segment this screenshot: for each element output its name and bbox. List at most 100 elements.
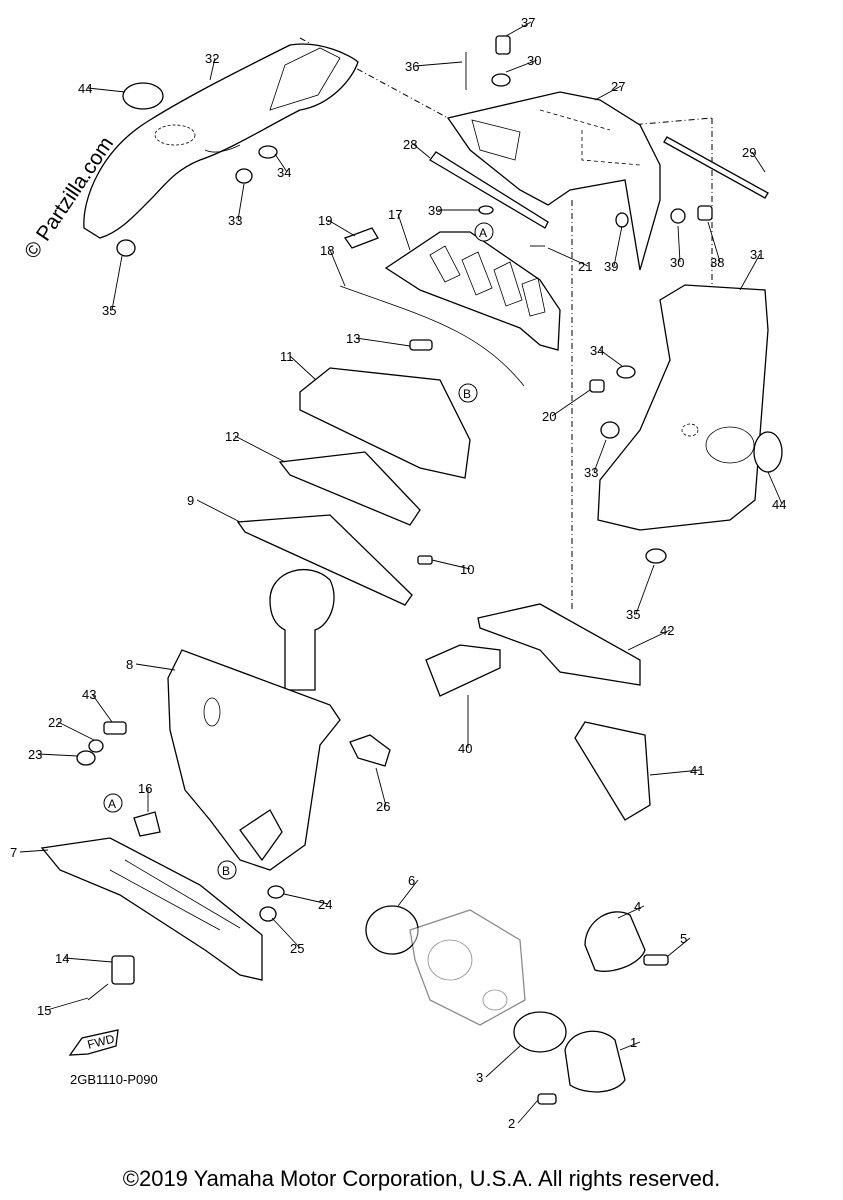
- part-39-washer: [478, 205, 494, 215]
- callout-number: 6: [408, 873, 415, 888]
- callout-number: 12: [225, 429, 239, 444]
- ref-label-a: A: [479, 226, 487, 240]
- part-12-filter-guide: [278, 451, 421, 526]
- callout-leader: [19, 849, 49, 853]
- callout-number: 1: [630, 1035, 637, 1050]
- callout-leader: [37, 753, 79, 757]
- callout-leader: [283, 893, 329, 905]
- part-33-collar: [235, 168, 253, 184]
- callout-number: 38: [710, 255, 724, 270]
- part-34-grommet: [258, 145, 278, 159]
- part-30-grommet: [491, 73, 511, 87]
- part-17-bracket: [384, 231, 561, 351]
- callout-leader: [87, 87, 126, 93]
- callout-number: 44: [78, 81, 92, 96]
- callout-number: 3: [476, 1070, 483, 1085]
- callout-number: 9: [187, 493, 194, 508]
- callout-leader: [327, 219, 356, 237]
- part-32-side-cover-left: [83, 43, 359, 239]
- callout-leader: [289, 355, 317, 381]
- throttle-body-outline: [409, 909, 526, 1026]
- part-14-sensor: [111, 955, 135, 985]
- part-24-collar: [267, 885, 285, 899]
- callout-number: 7: [10, 845, 17, 860]
- callout-number: 17: [388, 207, 402, 222]
- callout-number: 29: [742, 145, 756, 160]
- part-8-air-filter-case: [167, 649, 341, 871]
- callout-leader: [599, 349, 623, 367]
- callout-leader: [64, 957, 113, 963]
- callout-leader: [57, 721, 95, 741]
- callout-leader: [593, 439, 607, 473]
- callout-number: 31: [750, 247, 764, 262]
- callout-number: 10: [460, 562, 474, 577]
- callout-number: 44: [772, 497, 786, 512]
- part-5-bolt: [643, 954, 669, 966]
- callout-number: 39: [428, 203, 442, 218]
- callout-leader: [613, 225, 623, 267]
- part-35-grommet: [645, 548, 667, 564]
- part-7-lower-bracket: [40, 837, 263, 981]
- callout-leader: [547, 247, 589, 267]
- callout-number: 32: [205, 51, 219, 66]
- callout-number: 8: [126, 657, 133, 672]
- callout-number: 30: [527, 53, 541, 68]
- callout-number: 20: [542, 409, 556, 424]
- fwd-arrow: FWD: [68, 1029, 119, 1056]
- callout-number: 35: [626, 607, 640, 622]
- callout-number: 33: [228, 213, 242, 228]
- callout-number: 4: [634, 899, 641, 914]
- part-23-grommet: [76, 750, 96, 766]
- copyright-footer: ©2019 Yamaha Motor Corporation, U.S.A. A…: [122, 1166, 721, 1191]
- callout-number: 14: [55, 951, 69, 966]
- callout-number: 27: [611, 79, 625, 94]
- part-28-seal-strip: [429, 151, 549, 229]
- callout-leader: [649, 769, 701, 776]
- callout-leader: [485, 1045, 521, 1078]
- callout-number: 35: [102, 303, 116, 318]
- callout-leader: [271, 917, 301, 949]
- callout-number: 2: [508, 1116, 515, 1131]
- callout-leader: [397, 879, 419, 907]
- callout-leader: [619, 1041, 641, 1051]
- part-10-screw: [417, 555, 433, 565]
- callout-leader: [667, 937, 691, 957]
- part-35-grommet: [116, 239, 136, 257]
- center-line: [571, 117, 713, 131]
- callout-number: 43: [82, 687, 96, 702]
- part-40-sponge: [425, 644, 501, 697]
- part-44-emblem-right: [753, 431, 783, 473]
- ref-label-a: A: [108, 797, 116, 811]
- callout-number: 18: [320, 243, 334, 258]
- callout-leader: [46, 997, 89, 1011]
- ref-mark-a: A: [103, 793, 123, 813]
- part-1-joint: [564, 1030, 626, 1093]
- callout-leader: [412, 143, 431, 159]
- part-2-bolt: [537, 1093, 557, 1105]
- part-42-sponge: [477, 603, 641, 686]
- callout-leader: [111, 255, 123, 311]
- part-16-clip: [133, 811, 161, 837]
- callout-leader: [397, 213, 411, 251]
- callout-leader: [635, 564, 655, 615]
- part-43-bolt: [103, 721, 127, 735]
- fwd-label: FWD: [86, 1032, 116, 1052]
- diagram-code: 2GB1110-P090: [70, 1072, 158, 1087]
- part-29-seal-strip: [663, 136, 769, 199]
- callout-leader: [617, 905, 645, 919]
- part-20-bolt: [589, 379, 605, 393]
- callout-leader: [375, 767, 387, 807]
- ref-label-b: B: [222, 864, 230, 878]
- callout-number: 24: [318, 897, 332, 912]
- callout-number: 26: [376, 799, 390, 814]
- part-6-clamp: [365, 905, 419, 955]
- part-34-grommet: [616, 365, 636, 379]
- ref-mark-b: B: [458, 383, 478, 403]
- part-18-band: [339, 285, 525, 387]
- callout-leader: [237, 183, 245, 221]
- callout-number: 34: [590, 343, 604, 358]
- callout-number: 28: [403, 137, 417, 152]
- ref-label-b: B: [463, 387, 471, 401]
- part-9-filter-neck: [269, 569, 335, 691]
- callout-leader: [767, 471, 783, 505]
